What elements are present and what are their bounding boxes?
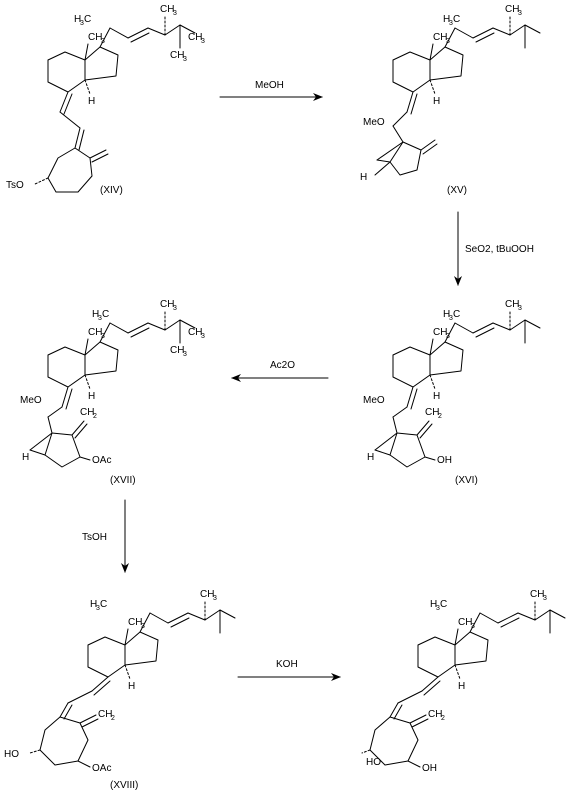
ho-label-final: HO (366, 757, 381, 768)
oac-label-XVII: OAc (92, 455, 111, 466)
svg-text:C: C (440, 599, 447, 610)
svg-text:CH: CH (505, 299, 519, 310)
svg-text:H: H (128, 681, 135, 692)
svg-text:H: H (443, 309, 450, 320)
oac-label-XVIII: OAc (92, 763, 111, 774)
svg-text:CH: CH (88, 327, 102, 338)
svg-text:3: 3 (201, 333, 205, 340)
svg-text:3: 3 (183, 56, 187, 63)
svg-text:3: 3 (449, 315, 453, 322)
svg-text:3: 3 (518, 305, 522, 312)
svg-text:3: 3 (449, 20, 453, 27)
svg-text:CH: CH (80, 407, 94, 418)
svg-text:C: C (102, 309, 109, 320)
svg-text:H: H (433, 96, 440, 107)
svg-text:H: H (430, 599, 437, 610)
svg-text:CH: CH (428, 709, 442, 720)
svg-text:CH: CH (88, 32, 102, 43)
svg-text:2: 2 (93, 413, 97, 420)
svg-text:3: 3 (173, 305, 177, 312)
svg-text:CH: CH (188, 32, 202, 43)
svg-text:CH: CH (170, 345, 184, 356)
svg-text:3: 3 (96, 605, 100, 612)
reagent-step3: Ac2O (270, 360, 295, 371)
svg-text:H: H (360, 172, 367, 183)
svg-text:CH: CH (160, 4, 174, 15)
svg-text:H: H (74, 14, 81, 25)
svg-text:3: 3 (101, 333, 105, 340)
svg-text:H: H (88, 96, 95, 107)
label-XVIII: (XVIII) (110, 780, 138, 791)
svg-text:CH: CH (458, 617, 472, 628)
svg-text:H: H (22, 452, 29, 463)
svg-text:2: 2 (441, 715, 445, 722)
meo-label-XVI: MeO (363, 395, 385, 406)
svg-text:CH: CH (98, 709, 112, 720)
tso-label: TsO (6, 180, 24, 191)
svg-text:3: 3 (80, 20, 84, 27)
svg-text:2: 2 (111, 715, 115, 722)
svg-text:H: H (433, 391, 440, 402)
oh-label-final: OH (422, 763, 437, 774)
svg-text:C: C (453, 309, 460, 320)
reagent-step1: MeOH (255, 80, 284, 91)
label-XV: (XV) (447, 185, 467, 196)
svg-text:H: H (443, 14, 450, 25)
svg-text:CH: CH (433, 327, 447, 338)
svg-text:3: 3 (436, 605, 440, 612)
svg-text:3: 3 (213, 595, 217, 602)
svg-text:CH: CH (433, 32, 447, 43)
ho-label-XVIII: HO (4, 749, 19, 760)
svg-text:3: 3 (101, 38, 105, 45)
meo-label-XVII: MeO (20, 395, 42, 406)
svg-text:2: 2 (438, 413, 442, 420)
reagent-step5: KOH (276, 659, 298, 670)
svg-text:3: 3 (518, 10, 522, 17)
svg-text:3: 3 (446, 38, 450, 45)
svg-text:C: C (453, 14, 460, 25)
svg-text:H: H (458, 681, 465, 692)
svg-text:H: H (367, 452, 374, 463)
svg-text:3: 3 (446, 333, 450, 340)
svg-text:H: H (92, 309, 99, 320)
label-XVI: (XVI) (455, 475, 478, 486)
reagent-step2: SeO2, tBuOOH (465, 244, 534, 255)
reagent-step4: TsOH (82, 532, 107, 543)
svg-text:CH: CH (425, 407, 439, 418)
label-XVII: (XVII) (110, 475, 136, 486)
svg-text:CH: CH (170, 50, 184, 61)
svg-text:3: 3 (173, 10, 177, 17)
svg-text:CH: CH (200, 589, 214, 600)
svg-text:3: 3 (98, 315, 102, 322)
svg-text:CH: CH (530, 589, 544, 600)
svg-text:H: H (90, 599, 97, 610)
svg-text:C: C (84, 14, 91, 25)
svg-text:3: 3 (471, 623, 475, 630)
svg-text:3: 3 (141, 623, 145, 630)
label-XIV: (XIV) (100, 185, 123, 196)
svg-text:CH: CH (128, 617, 142, 628)
svg-text:CH: CH (188, 327, 202, 338)
svg-text:3: 3 (543, 595, 547, 602)
svg-text:3: 3 (201, 38, 205, 45)
meo-label-XV: MeO (363, 117, 385, 128)
svg-text:CH: CH (160, 299, 174, 310)
svg-text:CH: CH (505, 4, 519, 15)
svg-text:C: C (100, 599, 107, 610)
svg-text:3: 3 (183, 351, 187, 358)
oh-label-XVI: OH (437, 455, 452, 466)
svg-text:H: H (88, 391, 95, 402)
